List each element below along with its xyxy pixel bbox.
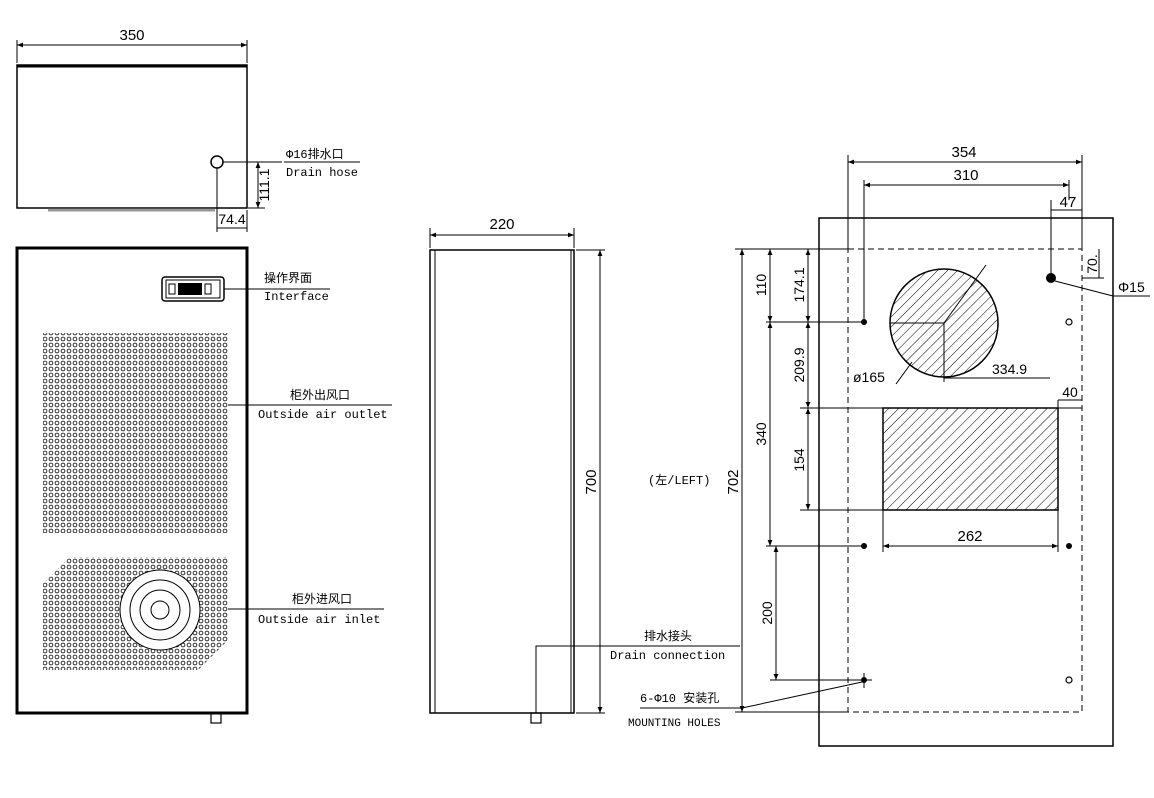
dim-111-label: 111.1 xyxy=(256,168,272,201)
mounting-hole-icon xyxy=(1066,543,1072,549)
interface-title: 操作界面 xyxy=(264,270,312,286)
dim-334-label: 334.9 xyxy=(992,361,1027,377)
top-view-outline xyxy=(16,64,248,209)
dim-200-label: 200 xyxy=(759,601,775,625)
dim-174-label: 174.1 xyxy=(791,267,807,302)
dim-220-label: 220 xyxy=(489,216,514,233)
dim-702-label: 702 xyxy=(725,469,742,494)
interface-button-icon xyxy=(204,283,212,295)
top-view: 350 Φ16排水口 Drain hose 111.1 74.4 xyxy=(16,27,360,232)
mount-title: 6-Φ10 安装孔 xyxy=(640,690,719,706)
dim-700-label: 700 xyxy=(583,469,600,494)
drain-conn-subtitle: Drain connection xyxy=(610,649,725,663)
cutout-view: 354 310 47 70. Φ15 702 (左/LEFT) 110 174.… xyxy=(628,144,1150,747)
inlet-title: 柜外进风口 xyxy=(292,592,352,607)
drain-hose-subtitle: Drain hose xyxy=(286,166,358,180)
dim-262-label: 262 xyxy=(957,528,982,545)
drain-hole-phi15-icon xyxy=(1046,273,1056,283)
drain-connection-stub xyxy=(530,712,542,724)
left-side-label: (左/LEFT) xyxy=(648,472,710,488)
front-view: 操作界面 Interface 柜外出风口 Outside air outlet … xyxy=(15,246,392,724)
dim-74-label: 74.4 xyxy=(218,211,245,227)
circle-center-lines xyxy=(890,322,945,382)
mount-leader xyxy=(741,681,863,709)
circle-dia-leader xyxy=(895,361,913,385)
dim-209-label: 209.9 xyxy=(791,347,807,382)
interface-subtitle: Interface xyxy=(264,290,329,304)
outlet-subtitle: Outside air outlet xyxy=(258,408,388,422)
fan-hub-icon xyxy=(150,600,170,620)
interface-display-icon xyxy=(178,283,202,295)
fan-outer-ring xyxy=(119,569,201,651)
dim-70-label: 70. xyxy=(1084,254,1100,273)
outlet-title: 柜外出风口 xyxy=(290,388,350,403)
side-view-outline xyxy=(429,249,575,714)
drain-conn-title: 排水接头 xyxy=(644,628,692,644)
interface-button-icon xyxy=(168,283,176,295)
drain-hose-title: Φ16排水口 xyxy=(286,147,344,162)
dim-310-label: 310 xyxy=(953,167,978,184)
fan-ring xyxy=(129,579,191,641)
dim-40-label: 40 xyxy=(1062,384,1078,400)
circle-radius-line xyxy=(943,264,987,324)
circle-dia-label: ø165 xyxy=(853,369,885,385)
phi15-label: Φ15 xyxy=(1118,279,1145,295)
mounting-hole-icon xyxy=(1065,676,1073,684)
dim-340-label: 340 xyxy=(753,422,769,446)
interface-screen xyxy=(165,279,221,299)
drain-conn-leader xyxy=(535,645,740,713)
dim-154-label: 154 xyxy=(791,448,807,472)
mount-subtitle: MOUNTING HOLES xyxy=(628,718,721,730)
mounting-hole-icon xyxy=(1065,318,1073,326)
dim-350-label: 350 xyxy=(119,27,144,44)
side-view: 220 700 排水接头 Drain connection xyxy=(429,216,740,724)
drain-hole-icon xyxy=(210,155,224,169)
inlet-subtitle: Outside air inlet xyxy=(258,613,380,627)
dim-354-label: 354 xyxy=(951,144,976,161)
drain-stub xyxy=(210,712,222,724)
fan-ring xyxy=(139,589,181,631)
front-view-outline xyxy=(15,246,249,715)
air-cutout-rect xyxy=(882,407,1059,511)
mounting-hole-icon xyxy=(861,543,867,549)
cutout-dashed-outline xyxy=(847,248,1083,713)
phi15-leader xyxy=(1054,280,1114,297)
dim-110-label: 110 xyxy=(753,274,769,297)
panel-outline xyxy=(818,217,1114,747)
mounting-hole-icon xyxy=(861,319,867,325)
dim-47-label: 47 xyxy=(1060,194,1077,211)
outlet-grille xyxy=(43,333,228,533)
